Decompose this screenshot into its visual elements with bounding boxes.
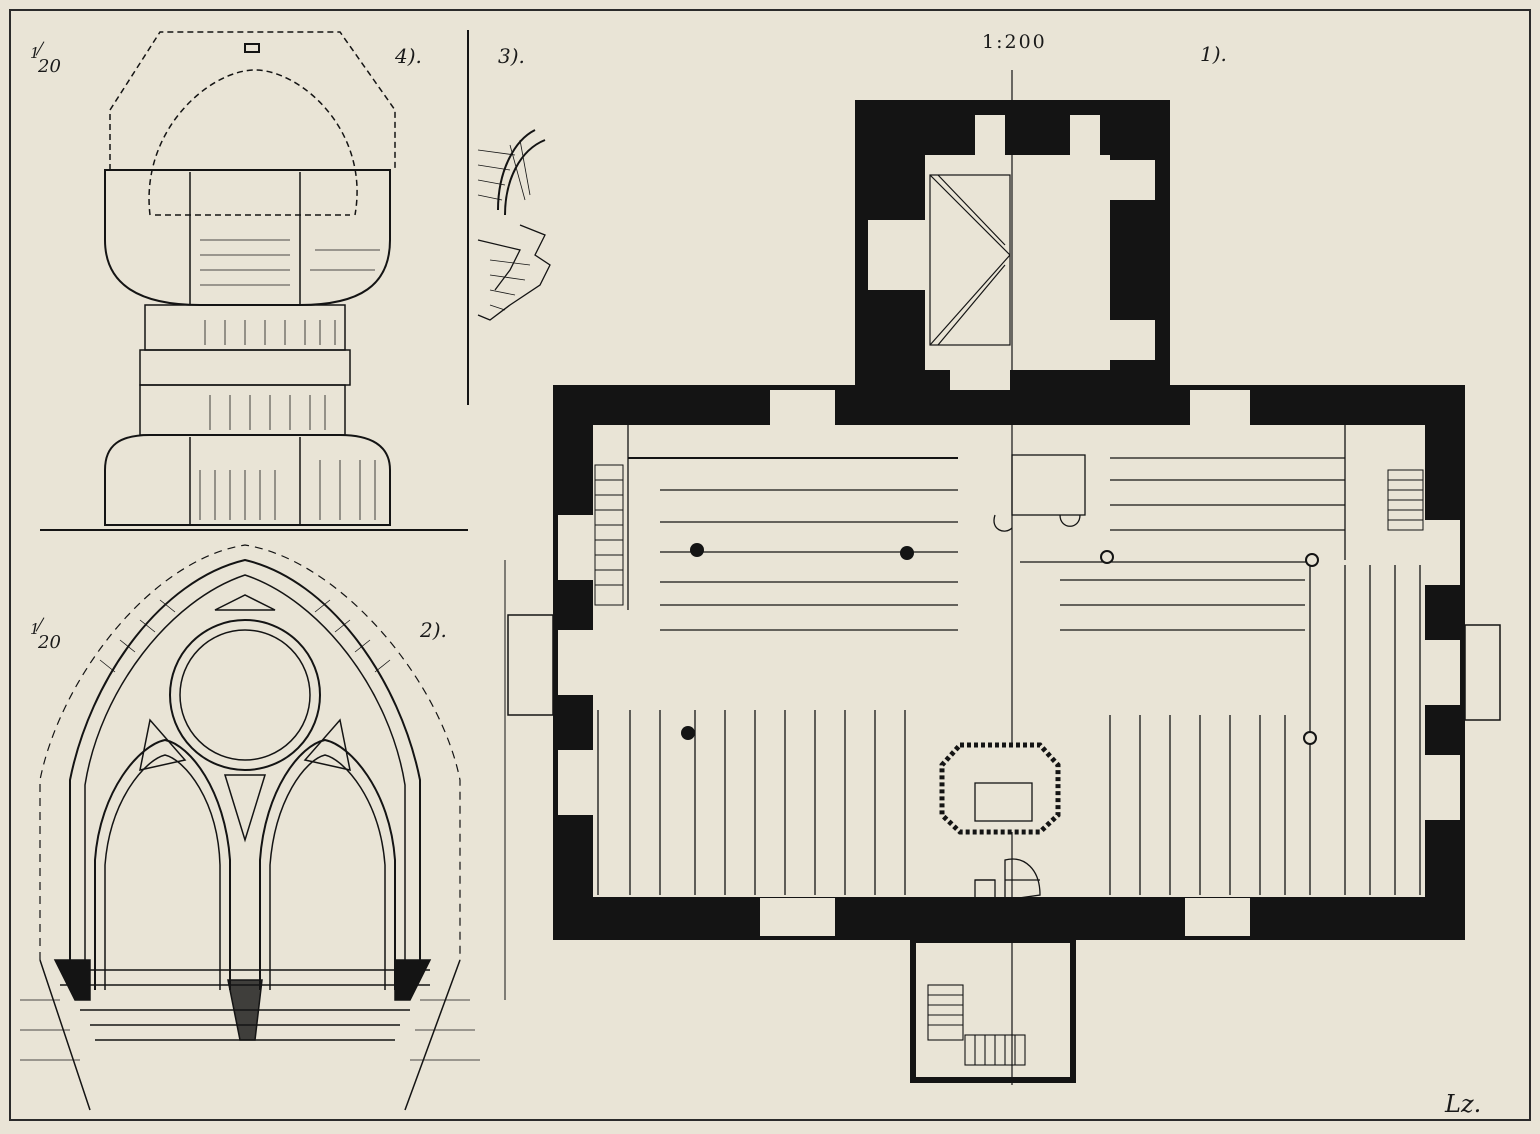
molding-figure-number: 3). [498, 44, 525, 68]
font-scale-denominator: 20 [38, 56, 61, 77]
font-scale-label: 1 20 [30, 41, 61, 80]
porch [910, 937, 1076, 1083]
window-scale-numerator: 1 [30, 620, 40, 638]
plan-scale-label: 1:200 [982, 31, 1047, 53]
signature: Lz. [1445, 1090, 1482, 1118]
window-figure-number: 2). [420, 618, 447, 642]
sheet-frame [9, 9, 1531, 1121]
window-scale-label: 1 20 [30, 617, 61, 656]
font-elevation-drawing [104, 31, 396, 526]
font-figure-number: 4). [395, 44, 422, 68]
font-scale-numerator: 1 [30, 44, 40, 62]
window-scale-denominator: 20 [38, 632, 61, 653]
church-floor-plan [507, 70, 1501, 1085]
pews [627, 425, 1346, 895]
plan-figure-number: 1). [1200, 42, 1227, 66]
molding-profile-drawing [477, 129, 551, 321]
gothic-window-drawing [20, 544, 480, 1111]
